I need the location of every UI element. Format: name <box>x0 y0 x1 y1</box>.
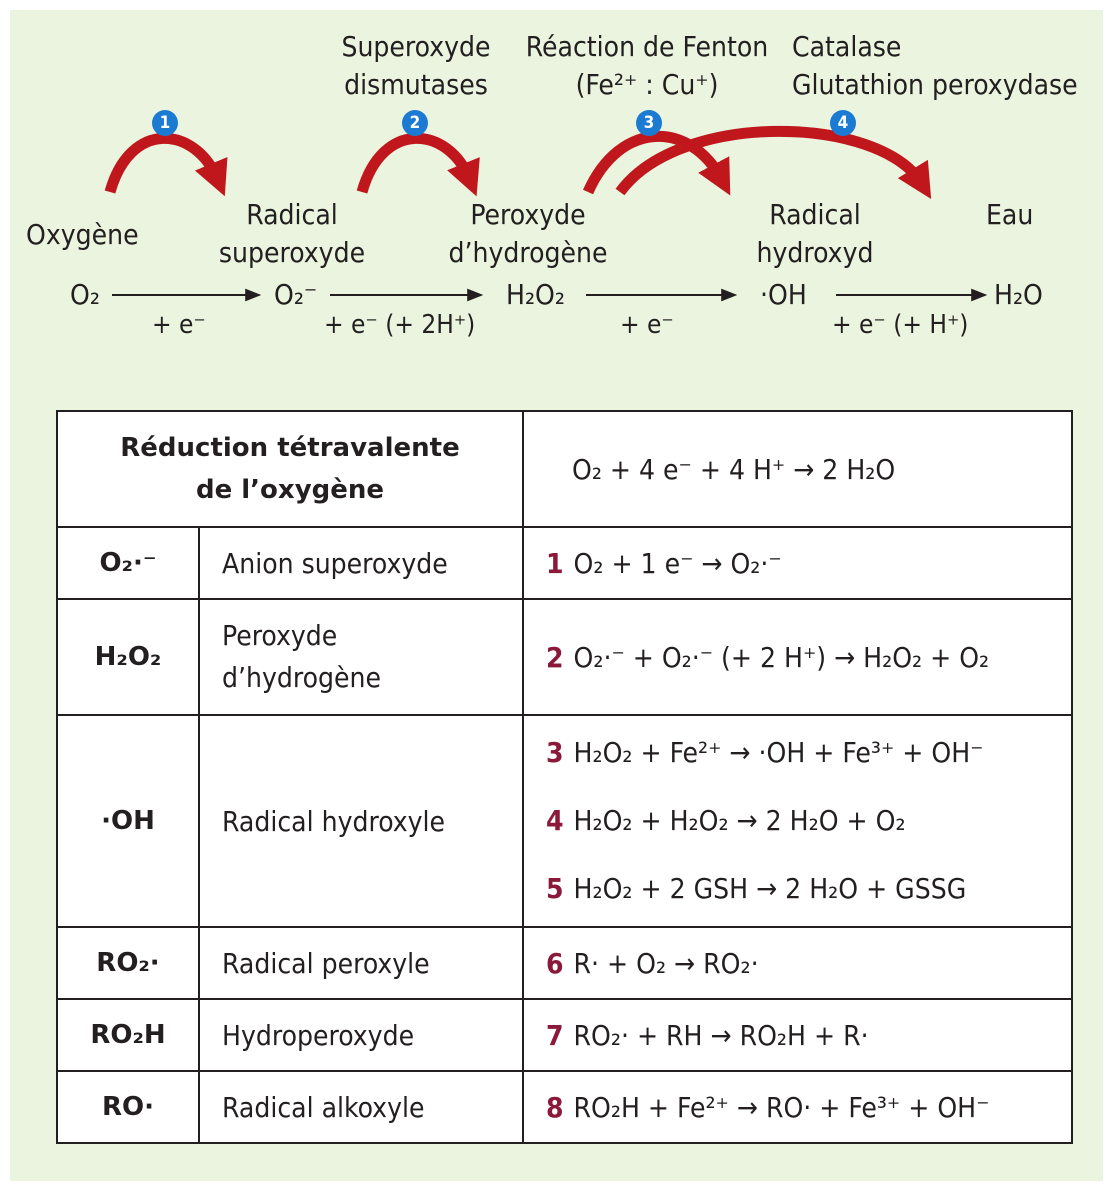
row-symbol: RO· <box>56 1070 200 1144</box>
row-symbol: O₂·⁻ <box>56 526 200 600</box>
step-badge-4: 4 <box>830 110 856 136</box>
step-label-1: + e⁻ <box>152 310 206 340</box>
row-symbol: H₂O₂ <box>56 598 200 716</box>
curved-arrow-4 <box>615 125 932 200</box>
step-label-3: + e⁻ <box>620 310 674 340</box>
formula-o2: O₂ <box>70 278 100 311</box>
row-symbol: RO₂· <box>56 926 200 1000</box>
row-name: Hydroperoxyde <box>198 998 524 1072</box>
reaction-arrows <box>104 125 988 302</box>
step-badge-2: 2 <box>402 110 428 136</box>
row-symbol: RO₂H <box>56 998 200 1072</box>
species-oxygen: Oxygène <box>26 218 139 251</box>
row-name: Radical peroxyle <box>198 926 524 1000</box>
step-label-2: + e⁻ (+ 2H⁺) <box>324 310 476 340</box>
formula-h2o2: H₂O₂ <box>506 278 565 311</box>
row-symbol: ·OH <box>56 714 200 928</box>
species-water: Eau <box>986 198 1034 231</box>
row-name: Anion superoxyde <box>198 526 524 600</box>
step-badge-3: 3 <box>636 110 662 136</box>
curved-arrow-1 <box>104 132 228 197</box>
table-header-equation: O₂ + 4 e⁻ + 4 H⁺ → 2 H₂O <box>522 410 1073 528</box>
enzyme-label-fenton: Réaction de Fenton(Fe²⁺ : Cu⁺) <box>525 30 769 101</box>
step-badge-1: 1 <box>152 110 178 136</box>
step-label-4: + e⁻ (+ H⁺) <box>832 310 969 340</box>
curved-arrow-2 <box>356 132 480 197</box>
row-name: Radical hydroxyle <box>198 714 524 928</box>
formula-h2o: H₂O <box>994 278 1043 311</box>
formula-superoxide: O₂⁻ <box>274 278 318 311</box>
row-name: Radical alkoxyle <box>198 1070 524 1144</box>
formula-oh: ·OH <box>760 278 807 311</box>
curved-arrow-3 <box>582 130 731 196</box>
